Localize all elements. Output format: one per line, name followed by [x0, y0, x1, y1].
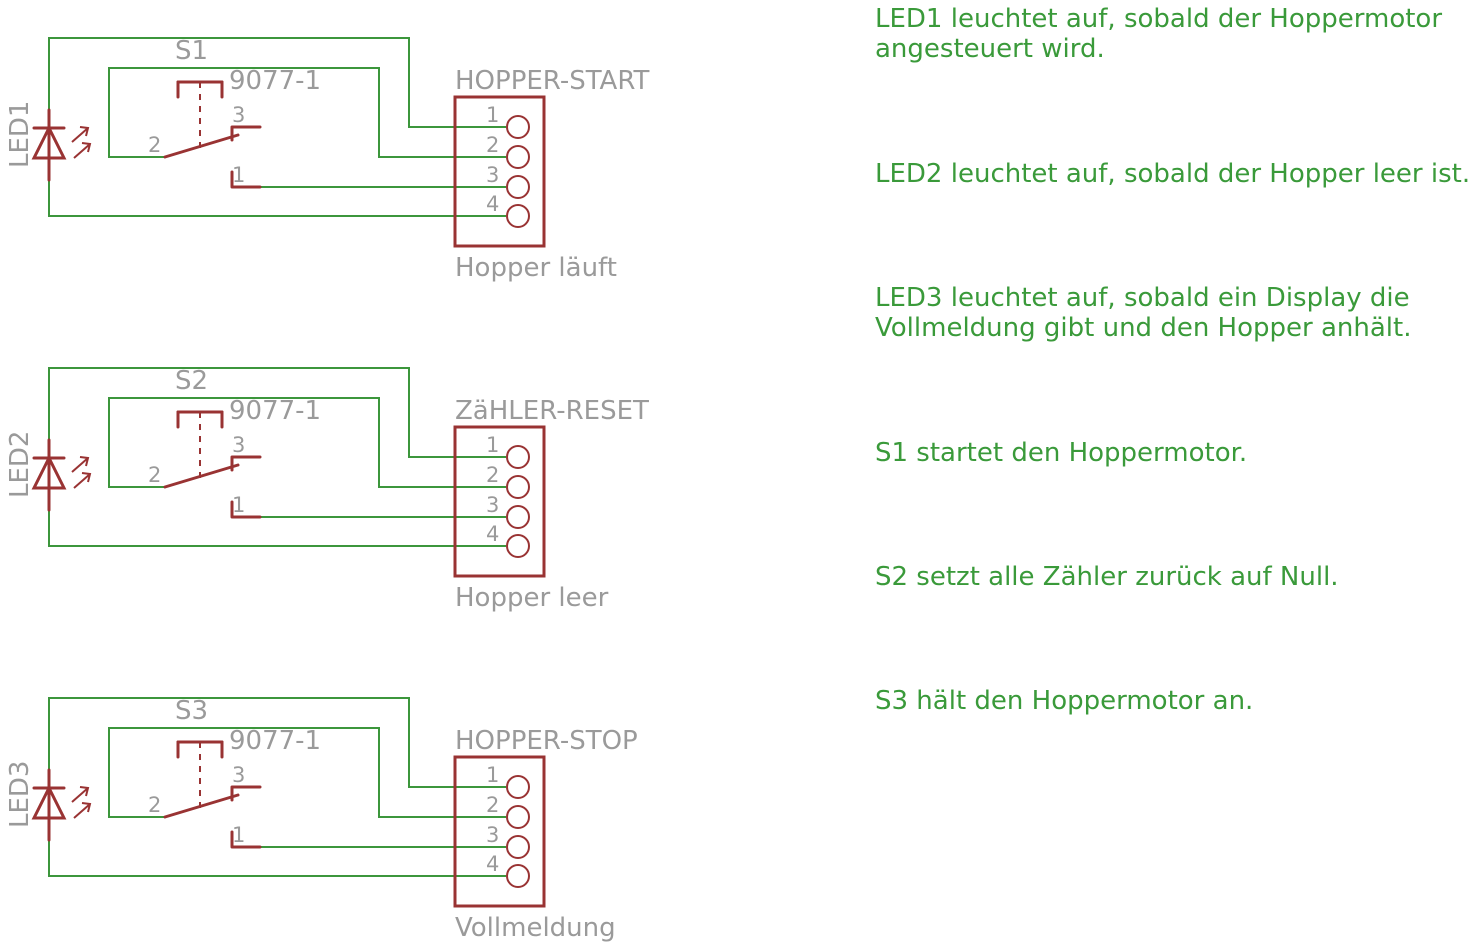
led-symbol — [31, 108, 92, 182]
connector-pin-3: 3 — [486, 163, 499, 187]
wire-switch-common — [108, 67, 506, 158]
switch-symbol — [163, 80, 262, 189]
note-led1-line1: LED1 leuchtet auf, sobald der Hoppermoto… — [875, 4, 1442, 34]
switch-symbol — [163, 410, 262, 519]
connector-pin-4: 4 — [486, 192, 499, 216]
switch-type-label: 9077-1 — [229, 66, 321, 96]
switch-pin-3: 3 — [232, 433, 245, 457]
connector-pin-2: 2 — [486, 793, 499, 817]
notes: LED1 leuchtet auf, sobald der Hoppermoto… — [875, 4, 1468, 716]
connector-pin-4: 4 — [486, 522, 499, 546]
wire-led-cathode — [48, 839, 506, 877]
connector-pin-4: 4 — [486, 852, 499, 876]
switch-pin-1: 1 — [232, 493, 245, 517]
switch-symbol — [163, 740, 262, 849]
switch-pin-2: 2 — [148, 793, 161, 817]
switch-type-label: 9077-1 — [229, 396, 321, 426]
connector-pin-1: 1 — [486, 103, 499, 127]
led-symbol — [31, 768, 92, 842]
led-symbol — [31, 438, 92, 512]
led-label: LED2 — [5, 431, 35, 498]
connector-name: HOPPER-START — [455, 66, 650, 96]
connector-pin-3: 3 — [486, 493, 499, 517]
switch-pin-3: 3 — [232, 103, 245, 127]
connector-name: ZäHLER-RESET — [455, 396, 649, 426]
wire-led-anode — [48, 37, 506, 128]
connector-symbol — [453, 425, 546, 578]
connector-pin-1: 1 — [486, 763, 499, 787]
connector-value: Hopper leer — [455, 583, 609, 613]
note-led1-line2: angesteuert wird. — [875, 34, 1105, 64]
wire-switch-common — [108, 727, 506, 818]
circuit-1: LED1 S1 9077-1 2 3 1 HOPPER-START Hopper… — [5, 36, 650, 283]
note-led3-line1: LED3 leuchtet auf, sobald ein Display di… — [875, 283, 1410, 313]
switch-pin-3: 3 — [232, 763, 245, 787]
circuit-3: LED3 S3 9077-1 2 3 1 HOPPER-STOP Vollmel… — [5, 696, 638, 943]
connector-symbol — [453, 95, 546, 248]
switch-pin-2: 2 — [148, 463, 161, 487]
note-s2: S2 setzt alle Zähler zurück auf Null. — [875, 562, 1339, 592]
switch-type-label: 9077-1 — [229, 726, 321, 756]
wire-led-anode — [48, 367, 506, 458]
connector-name: HOPPER-STOP — [455, 726, 638, 756]
note-led2: LED2 leuchtet auf, sobald der Hopper lee… — [875, 159, 1468, 189]
circuit-2: LED2 S2 9077-1 2 3 1 ZäHLER-RESET Hopper… — [5, 366, 649, 613]
led-label: LED1 — [5, 101, 35, 168]
note-s3: S3 hält den Hoppermotor an. — [875, 686, 1253, 716]
wire-led-cathode — [48, 509, 506, 547]
note-s1: S1 startet den Hoppermotor. — [875, 438, 1247, 468]
switch-label: S3 — [175, 696, 208, 726]
wire-led-anode — [48, 697, 506, 788]
connector-symbol — [453, 755, 546, 908]
connector-value: Hopper läuft — [455, 253, 617, 283]
switch-label: S1 — [175, 36, 208, 66]
connector-pin-2: 2 — [486, 133, 499, 157]
switch-pin-2: 2 — [148, 133, 161, 157]
connector-value: Vollmeldung — [455, 913, 616, 943]
wire-switch-common — [108, 397, 506, 488]
led-label: LED3 — [5, 761, 35, 828]
connector-pin-1: 1 — [486, 433, 499, 457]
switch-pin-1: 1 — [232, 823, 245, 847]
switch-label: S2 — [175, 366, 208, 396]
wire-led-cathode — [48, 179, 506, 217]
connector-pin-3: 3 — [486, 823, 499, 847]
note-led3-line2: Vollmeldung gibt und den Hopper anhält. — [875, 313, 1411, 343]
connector-pin-2: 2 — [486, 463, 499, 487]
switch-pin-1: 1 — [232, 163, 245, 187]
